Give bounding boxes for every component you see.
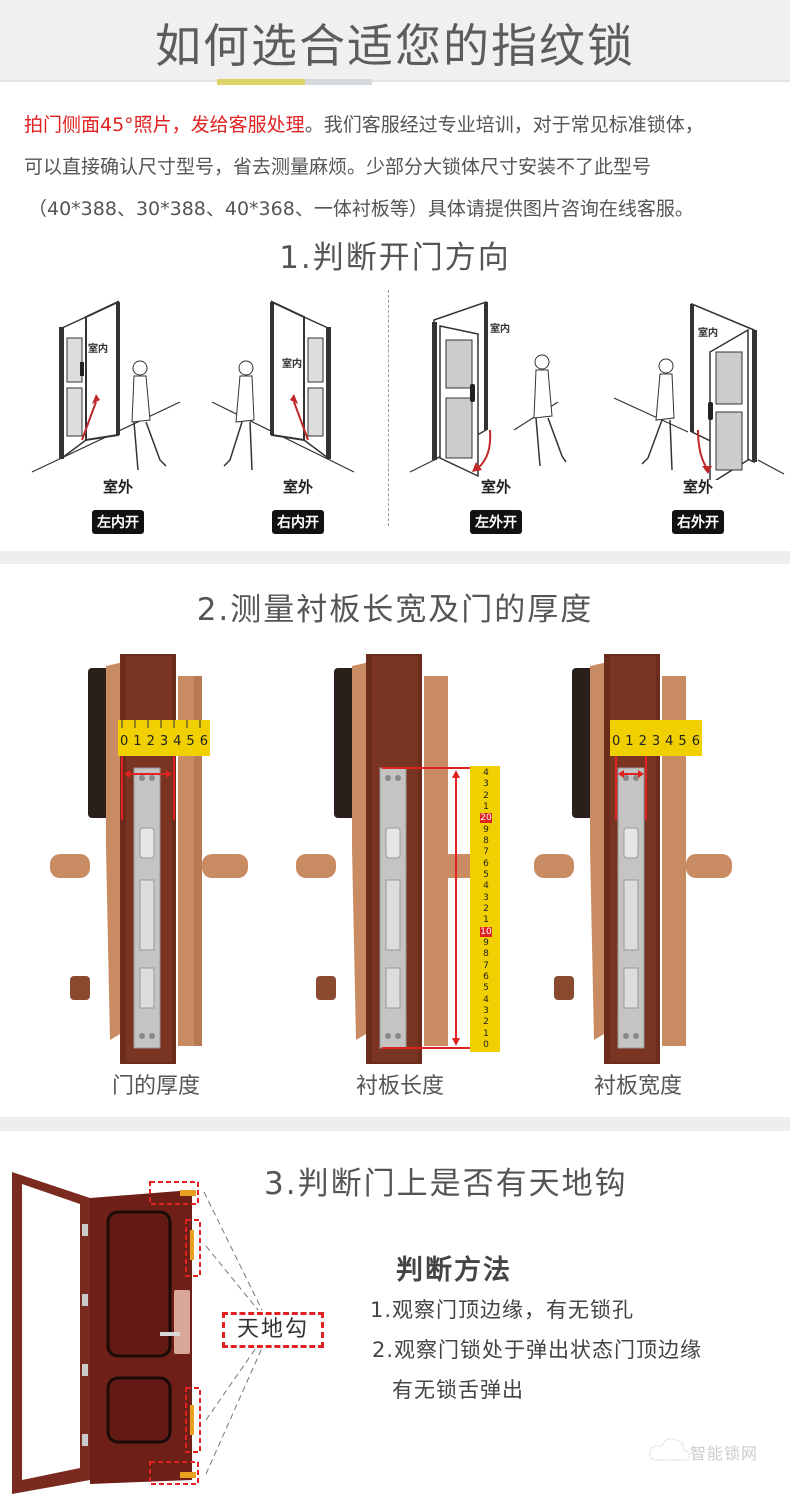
intro-paragraph: 拍门侧面45°照片，发给客服处理。我们客服经过专业培训，对于常见标准锁体， 可以…	[24, 114, 704, 220]
method-step-1: 1.观察门顶边缘，有无锁孔	[370, 1298, 635, 1322]
method-heading: 判断方法	[396, 1255, 512, 1286]
section-title-hooks: 3.判断门上是否有天地钩	[264, 1166, 628, 1202]
cloud-watermark-icon	[649, 1438, 690, 1461]
hook-label: 天地勾	[222, 1312, 324, 1348]
outside-label: 室外	[282, 478, 313, 496]
section-title-measure: 2.测量衬板长宽及门的厚度	[196, 592, 594, 628]
page-title: 如何选合适您的指纹锁	[155, 19, 635, 73]
door-left-inward-illustration	[31, 300, 181, 473]
door-diagram-right-inward: 室外 右内开 室内	[208, 290, 388, 540]
header-divider	[0, 80, 790, 82]
door-type-badge: 左外开	[470, 510, 522, 534]
lock-length-illustration	[296, 654, 500, 1064]
lock-caption: 衬板宽度	[593, 1074, 682, 1099]
outside-label: 室外	[682, 478, 713, 496]
outside-label: 室外	[102, 478, 133, 496]
door-type-badge: 左内开	[92, 510, 144, 534]
section-separator	[0, 1117, 790, 1131]
intro-highlight: 拍门侧面45°照片，发给客服处理	[24, 114, 305, 136]
lock-caption: 衬板长度	[355, 1074, 444, 1099]
outside-label: 室外	[480, 478, 511, 496]
door-type-badge: 右内开	[272, 510, 324, 534]
lock-caption: 门的厚度	[111, 1074, 200, 1099]
door-right-inward-illustration	[211, 300, 355, 473]
title-accent-bar	[217, 79, 372, 85]
door-direction-diagrams: 室外 左内开 室内 室外 右内开 室内	[0, 290, 790, 540]
page-header: 如何选合适您的指纹锁	[0, 0, 790, 85]
section-title-door-direction: 1.判断开门方向	[279, 240, 511, 276]
method-step-2: 2.观察门锁处于弹出状态门顶边缘	[372, 1338, 703, 1362]
lock-thickness-illustration	[50, 654, 248, 1064]
door-diagram-divider	[388, 290, 389, 526]
door-diagram-left-inward: 室外 左内开 室内	[28, 290, 208, 540]
door-with-hooks-illustration	[12, 1172, 263, 1494]
door-diagram-left-outward: 室外 左外开 室内	[406, 290, 586, 540]
door-type-badge: 右外开	[672, 510, 724, 534]
door-left-outward-illustration	[409, 300, 567, 478]
method-step-2-cont: 有无锁舌弹出	[392, 1378, 524, 1402]
watermark-text: 智能锁网	[690, 1444, 759, 1463]
lock-width-illustration	[534, 654, 732, 1064]
section-separator	[0, 551, 790, 564]
door-diagram-right-outward: 室外 右外开 室内	[608, 290, 788, 540]
door-right-outward-illustration	[613, 302, 785, 480]
